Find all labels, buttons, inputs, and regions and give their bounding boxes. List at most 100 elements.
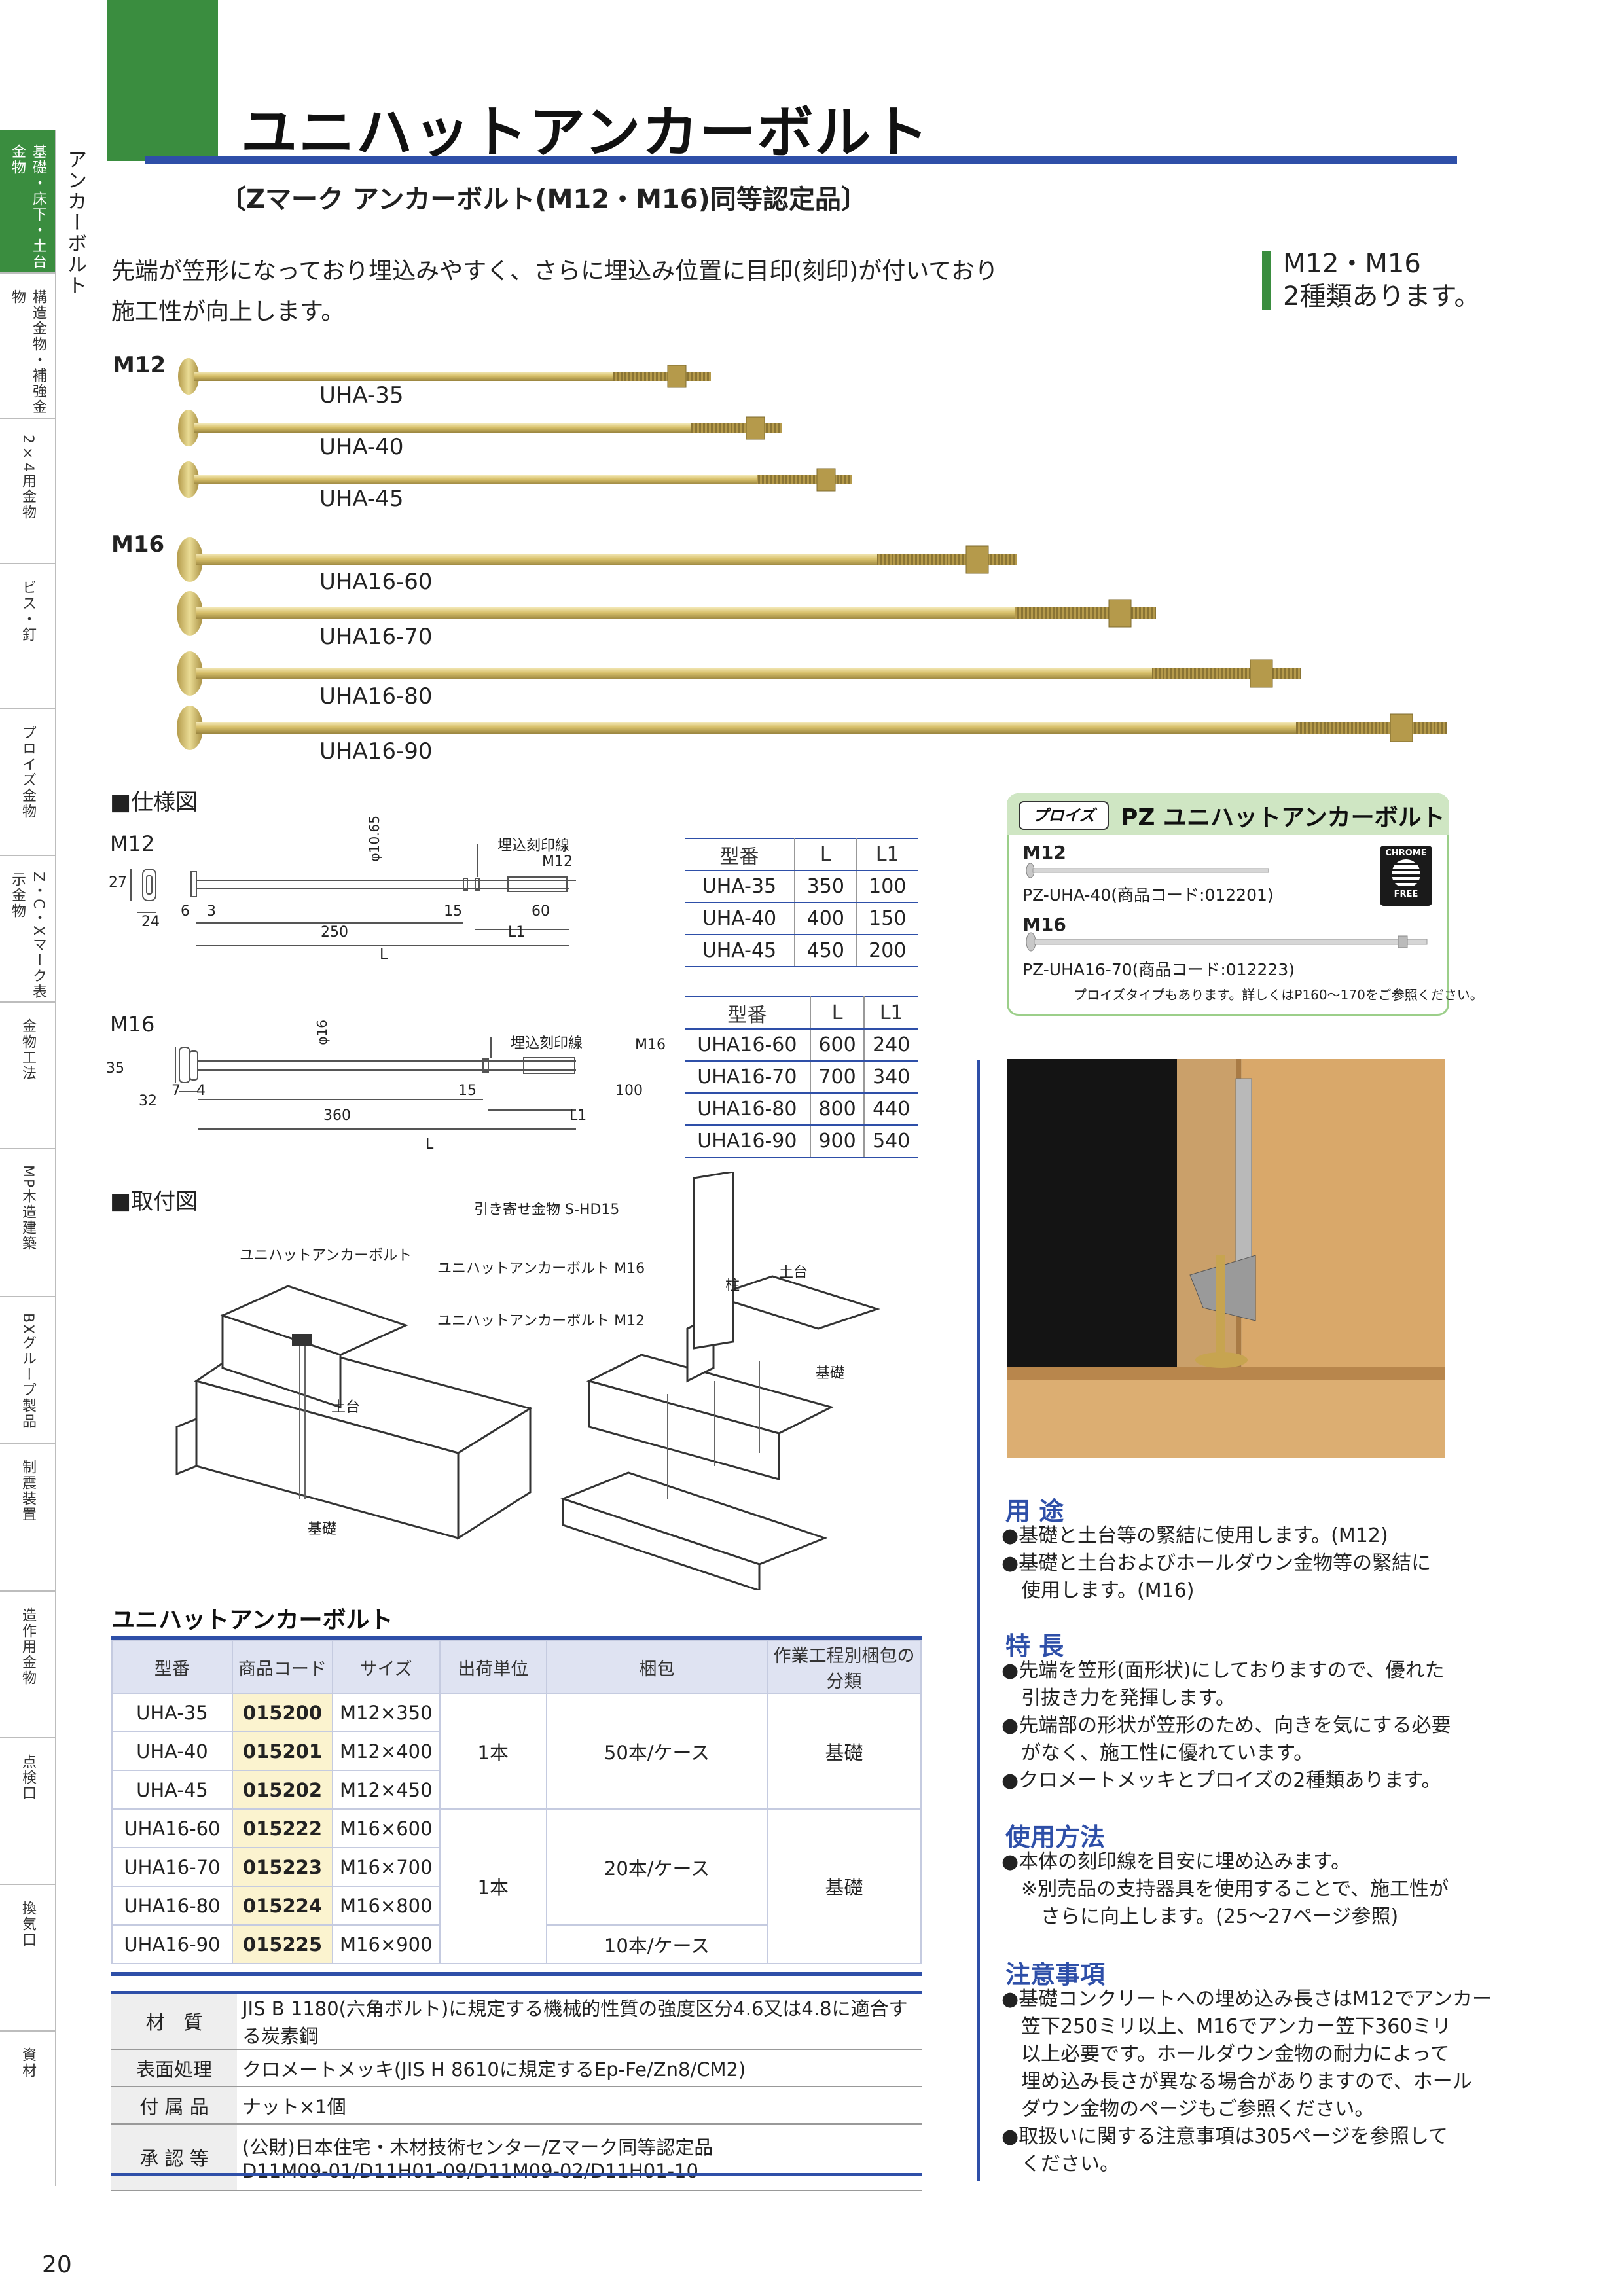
cell: 600 (809, 1029, 865, 1062)
install-kiso: 基礎 (816, 1365, 845, 1382)
usage-list: ●本体の刻印線を目安に埋め込みます。 ※別売品の支持器具を使用することで、施工性… (1001, 1848, 1449, 1931)
product-table: 型番 商品コード サイズ 出荷単位 梱包 作業工程別梱包の分類 UHA-35 0… (111, 1640, 922, 1964)
th: 作業工程別梱包の分類 (767, 1640, 922, 1694)
pz-m12-bolt (1026, 863, 1269, 878)
cell-size: M12×450 (332, 1770, 441, 1810)
list-item: ●先端部の形状が笠形のため、向きを気にする必要 (1001, 1714, 1451, 1737)
spec-m12-3: 3 (207, 903, 216, 920)
sidebar-item-label: 2×4用金物 (20, 435, 36, 520)
table-row: UHA-40 015201 M12×400 (111, 1731, 921, 1771)
sidebar-item-materials[interactable]: 資材 (0, 2033, 55, 2186)
spec-m12-24: 24 (141, 914, 160, 930)
section-label: アンカーボルト (63, 149, 86, 296)
cell: 540 (863, 1125, 918, 1158)
th: 型番 (111, 1640, 233, 1694)
cautions-list: ●基礎コンクリートへの埋め込み長さはM12でアンカー 笠下250ミリ以上、M16… (1001, 1986, 1492, 2178)
sidebar-item-vent[interactable]: 換気口 (0, 1886, 55, 2032)
sidebar-item-structural[interactable]: 構造金物・補強金物 (0, 275, 55, 419)
list-item: 以上必要です。ホールダウン金物の耐力によって (1001, 2043, 1450, 2066)
cell: UHA16-80 (685, 1093, 810, 1126)
sidebar-item-method[interactable]: 金物工法 (0, 1004, 55, 1149)
cell-size: M16×600 (332, 1808, 441, 1848)
bolt-label: UHA-40 (319, 434, 404, 460)
cautions-heading: 注意事項 (1005, 1960, 1106, 1989)
bolt-label: UHA16-60 (319, 569, 433, 595)
cell-class: 基礎 (767, 1808, 922, 1964)
uses-heading: 用 途 (1005, 1497, 1064, 1526)
product-table-title: ユニハットアンカーボルト (111, 1607, 393, 1634)
sidebar-item-damper[interactable]: 制震装置 (0, 1445, 55, 1592)
spec-m12-60: 60 (532, 903, 550, 920)
cell-pack: 10本/ケース (545, 1924, 768, 1964)
spec-m12-l1: L1 (508, 924, 526, 941)
intro-line: 先端が笠形になっており埋込みやすく、さらに埋込み位置に目印(刻印)が付いており (111, 258, 999, 285)
install-dodai: 土台 (779, 1265, 808, 1281)
th: 出荷単位 (439, 1640, 547, 1694)
cell-model: UHA16-80 (111, 1886, 233, 1926)
approval-line: (公財)日本住宅・木材技術センター/Zマーク同等認定品 (242, 2136, 713, 2159)
bolt-uha16-90 (177, 706, 1447, 750)
spec-m12-250: 250 (321, 924, 348, 941)
sidebar-item-zcx[interactable]: Z・C・Xマーク表示金物 (0, 857, 55, 1003)
sidebar-item-2x4[interactable]: 2×4用金物 (0, 420, 55, 564)
table-row: UHA16-90 015225 M16×900 10本/ケース (111, 1924, 921, 1964)
spec-m16-32: 32 (139, 1093, 157, 1109)
material-value: クロメートメッキ(JIS H 8610に規定するEp-Fe/Zn8/CM2) (237, 2049, 922, 2087)
sidebar-item-screws[interactable]: ビス・釘 (0, 565, 55, 709)
table-header: 型番 商品コード サイズ 出荷単位 梱包 作業工程別梱包の分類 (111, 1640, 922, 1694)
spec-m16-360: 360 (323, 1107, 351, 1124)
sidebar-item-foundation[interactable]: 基礎・床下・土台金物 (0, 130, 55, 274)
spec-m12-6: 6 (181, 903, 190, 920)
table-row: UHA16-60 015222 M16×600 1本 20本/ケース 基礎 (111, 1808, 922, 1964)
cell-size: M16×700 (332, 1847, 441, 1887)
th: L1 (863, 997, 918, 1030)
cell: 800 (809, 1093, 865, 1126)
spec-m16-l: L (425, 1136, 434, 1153)
cell-model: UHA-35 (111, 1693, 233, 1732)
cell-code: 015224 (231, 1886, 334, 1926)
list-item: ダウン金物のページもご参照ください。 (1001, 2098, 1375, 2121)
spec-m12-l: L (380, 946, 388, 963)
sidebar-item-bx[interactable]: BXグループ製品 (0, 1299, 55, 1444)
spec-m16-100: 100 (615, 1083, 643, 1099)
sidebar-item-inspection[interactable]: 点検口 (0, 1740, 55, 1885)
bolt-label: UHA-45 (319, 486, 404, 512)
sidebar-item-proize[interactable]: プロイズ金物 (0, 711, 55, 856)
cell-pack: 20本/ケース (545, 1808, 768, 1926)
cell-size: M12×400 (332, 1731, 441, 1771)
sidebar-item-label: プロイズ金物 (20, 725, 36, 819)
spec-m16-15: 15 (458, 1083, 477, 1099)
intro-line: 施工性が向上します。 (111, 298, 345, 325)
bolt-uha-45 (178, 461, 852, 498)
install-diagram-heading: ■取付図 (110, 1189, 198, 1215)
sidebar-item-label: 構造金物・補強金物 (9, 289, 46, 415)
title-rule (145, 156, 1457, 164)
sidebar-item-label: 金物工法 (20, 1018, 36, 1081)
page-title: ユニハットアンカーボルト (241, 100, 930, 166)
table-row: UHA16-80 015224 M16×800 (111, 1886, 921, 1926)
sidebar-item-fixture[interactable]: 造作用金物 (0, 1593, 55, 1738)
m12-group-label: M12 (113, 352, 166, 378)
list-item: さらに向上します。(25～27ページ参照) (1001, 1905, 1399, 1928)
sidebar-item-mp[interactable]: MP木造建築 (0, 1151, 55, 1297)
table-row: UHA-45 015202 M12×450 (111, 1770, 921, 1810)
spec-m16-35: 35 (106, 1060, 124, 1077)
bolt-uha16-80 (177, 651, 1301, 696)
size-note-line: 2種類あります。 (1283, 281, 1481, 312)
material-label: 承 認 等 (111, 2124, 237, 2191)
install-left-dodai: 土台 (331, 1399, 361, 1416)
cell-code: 015201 (231, 1731, 334, 1771)
usage-heading: 使用方法 (1005, 1823, 1106, 1852)
globe-icon (1392, 859, 1420, 888)
list-item: ●基礎コンクリートへの埋め込み長さはM12でアンカー (1001, 1988, 1492, 2011)
bolt-uha16-60 (177, 537, 1017, 582)
page-number: 20 (42, 2251, 72, 2278)
spec-m12-label: M12 (110, 831, 155, 856)
